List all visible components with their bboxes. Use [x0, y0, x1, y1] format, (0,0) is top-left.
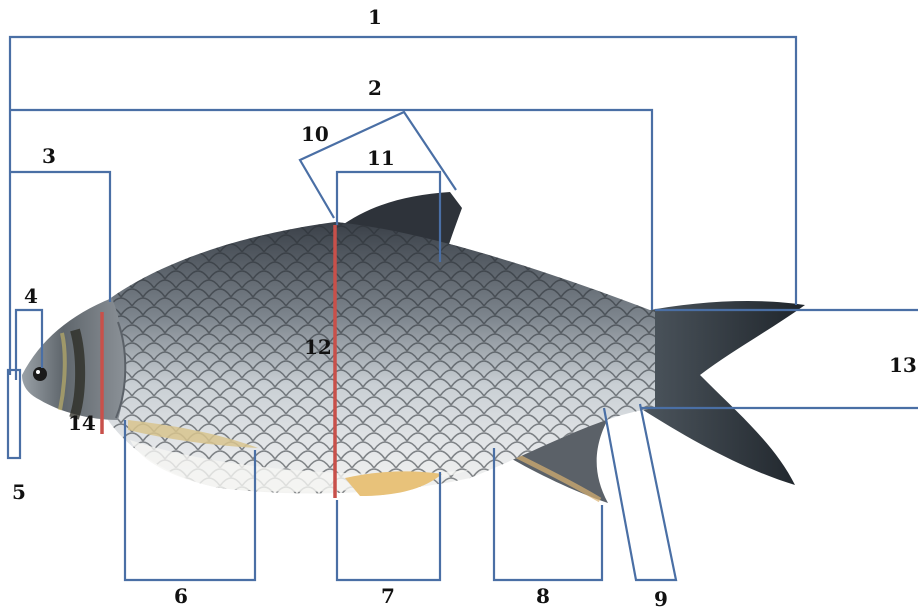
label-4: 4: [24, 284, 38, 308]
label-13: 13: [889, 353, 917, 377]
label-12: 12: [304, 335, 332, 359]
label-9: 9: [654, 587, 668, 608]
label-5: 5: [12, 480, 26, 504]
label-2: 2: [368, 76, 382, 100]
measure-line-3: [10, 172, 110, 302]
measure-box-5: [8, 370, 20, 458]
eye-icon: [33, 367, 47, 381]
caudal-fin: [640, 301, 805, 485]
label-8: 8: [536, 584, 550, 608]
label-10: 10: [301, 122, 329, 146]
label-7: 7: [381, 584, 395, 608]
label-14: 14: [68, 411, 96, 435]
fish-illustration: [22, 192, 805, 505]
label-6: 6: [174, 584, 188, 608]
measure-line-9: [604, 404, 676, 580]
label-1: 1: [368, 5, 382, 29]
label-11: 11: [367, 146, 395, 170]
label-3: 3: [42, 144, 56, 168]
